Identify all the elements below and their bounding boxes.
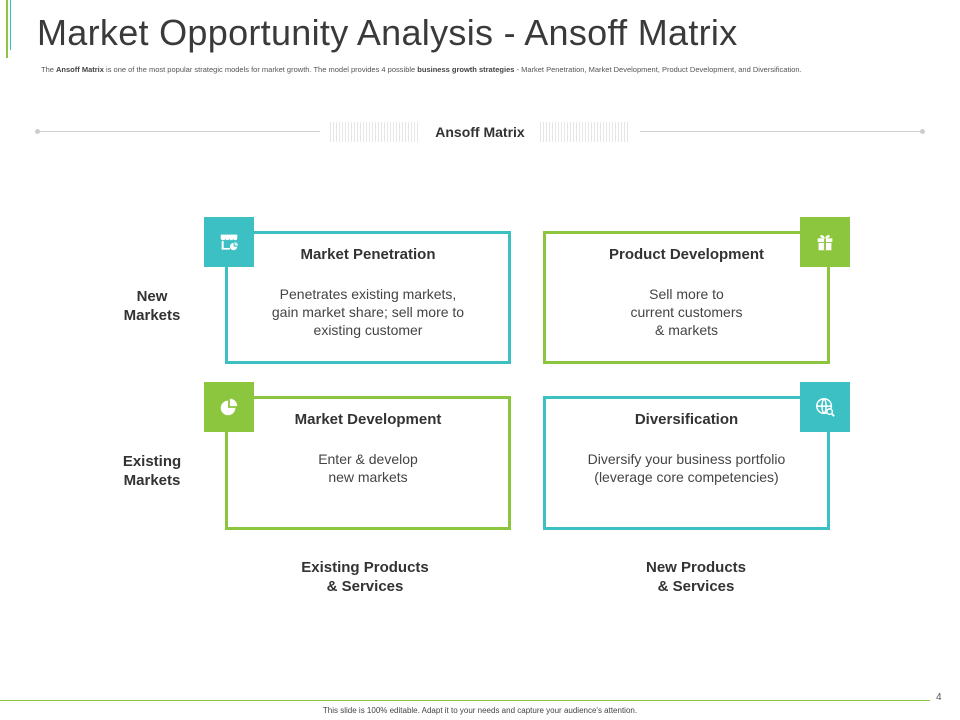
col-label-new-products: New Products & Services — [596, 558, 796, 596]
rule-line-right — [640, 131, 922, 132]
description-line: existing customer — [313, 322, 423, 338]
page-number: 4 — [936, 692, 942, 703]
quadrant-description: Enter & develop new markets — [248, 450, 488, 486]
slide-subtitle: The Ansoff Matrix is one of the most pop… — [41, 66, 921, 74]
col-label-existing-products: Existing Products & Services — [265, 558, 465, 596]
rule-dot-left — [35, 129, 40, 134]
subtitle-text-3: - Market Penetration, Market Development… — [514, 65, 802, 74]
matrix-label: Ansoff Matrix — [420, 122, 540, 142]
row-label-line: Markets — [123, 472, 181, 489]
col-label-line: Existing Products — [301, 559, 429, 576]
description-line: current customers — [630, 304, 743, 320]
quadrant-description: Sell more to current customers & markets — [566, 285, 807, 339]
description-line: Penetrates existing markets, — [279, 286, 457, 302]
rule-dot-right — [920, 129, 925, 134]
quadrant-diversification: Diversification Diversify your business … — [543, 396, 830, 530]
description-line: Diversify your business portfolio — [587, 451, 786, 467]
description-line: & markets — [654, 322, 718, 338]
row-label-existing-markets: Existing Markets — [92, 452, 212, 490]
quadrant-product-development: Product Development Sell more to current… — [543, 231, 830, 364]
row-label-new-markets: New Markets — [92, 287, 212, 325]
subtitle-text-1: The — [41, 65, 57, 74]
subtitle-bold-2: business growth strategies — [417, 65, 515, 74]
quadrant-market-penetration: Market Penetration Penetrates existing m… — [225, 231, 511, 364]
title-accent-bar — [6, 0, 8, 58]
row-label-line: Existing — [122, 453, 182, 470]
col-label-line: & Services — [657, 578, 735, 595]
col-label-line: New Products — [645, 559, 747, 576]
quadrant-title: Product Development — [608, 246, 765, 263]
quadrant-title: Market Development — [294, 411, 442, 428]
quadrant-description: Diversify your business portfolio (lever… — [566, 450, 807, 486]
quadrant-title: Market Penetration — [300, 246, 436, 263]
description-line: new markets — [328, 469, 408, 485]
footer-text: This slide is 100% editable. Adapt it to… — [322, 706, 638, 715]
description-line: (leverage core competencies) — [594, 469, 779, 485]
description-line: Enter & develop — [318, 451, 418, 467]
globe-search-icon — [800, 382, 850, 432]
subtitle-text-2: is one of the most popular strategic mod… — [103, 65, 418, 74]
quadrant-title: Diversification — [634, 411, 739, 428]
pie-chart-icon — [204, 382, 254, 432]
store-chart-icon — [204, 217, 254, 267]
quadrant-description: Penetrates existing markets, gain market… — [248, 285, 488, 339]
row-label-line: New — [136, 288, 168, 305]
description-line: Sell more to — [649, 286, 724, 302]
slide-title: Market Opportunity Analysis - Ansoff Mat… — [37, 12, 738, 53]
quadrant-market-development: Market Development Enter & develop new m… — [225, 396, 511, 530]
title-accent-bar-secondary — [10, 0, 11, 50]
col-label-line: & Services — [326, 578, 404, 595]
gift-box-icon — [800, 217, 850, 267]
subtitle-bold-1: Ansoff Matrix — [56, 65, 104, 74]
footer-divider — [0, 700, 930, 701]
row-label-line: Markets — [123, 307, 181, 324]
description-line: gain market share; sell more to — [271, 304, 465, 320]
rule-line-left — [40, 131, 320, 132]
